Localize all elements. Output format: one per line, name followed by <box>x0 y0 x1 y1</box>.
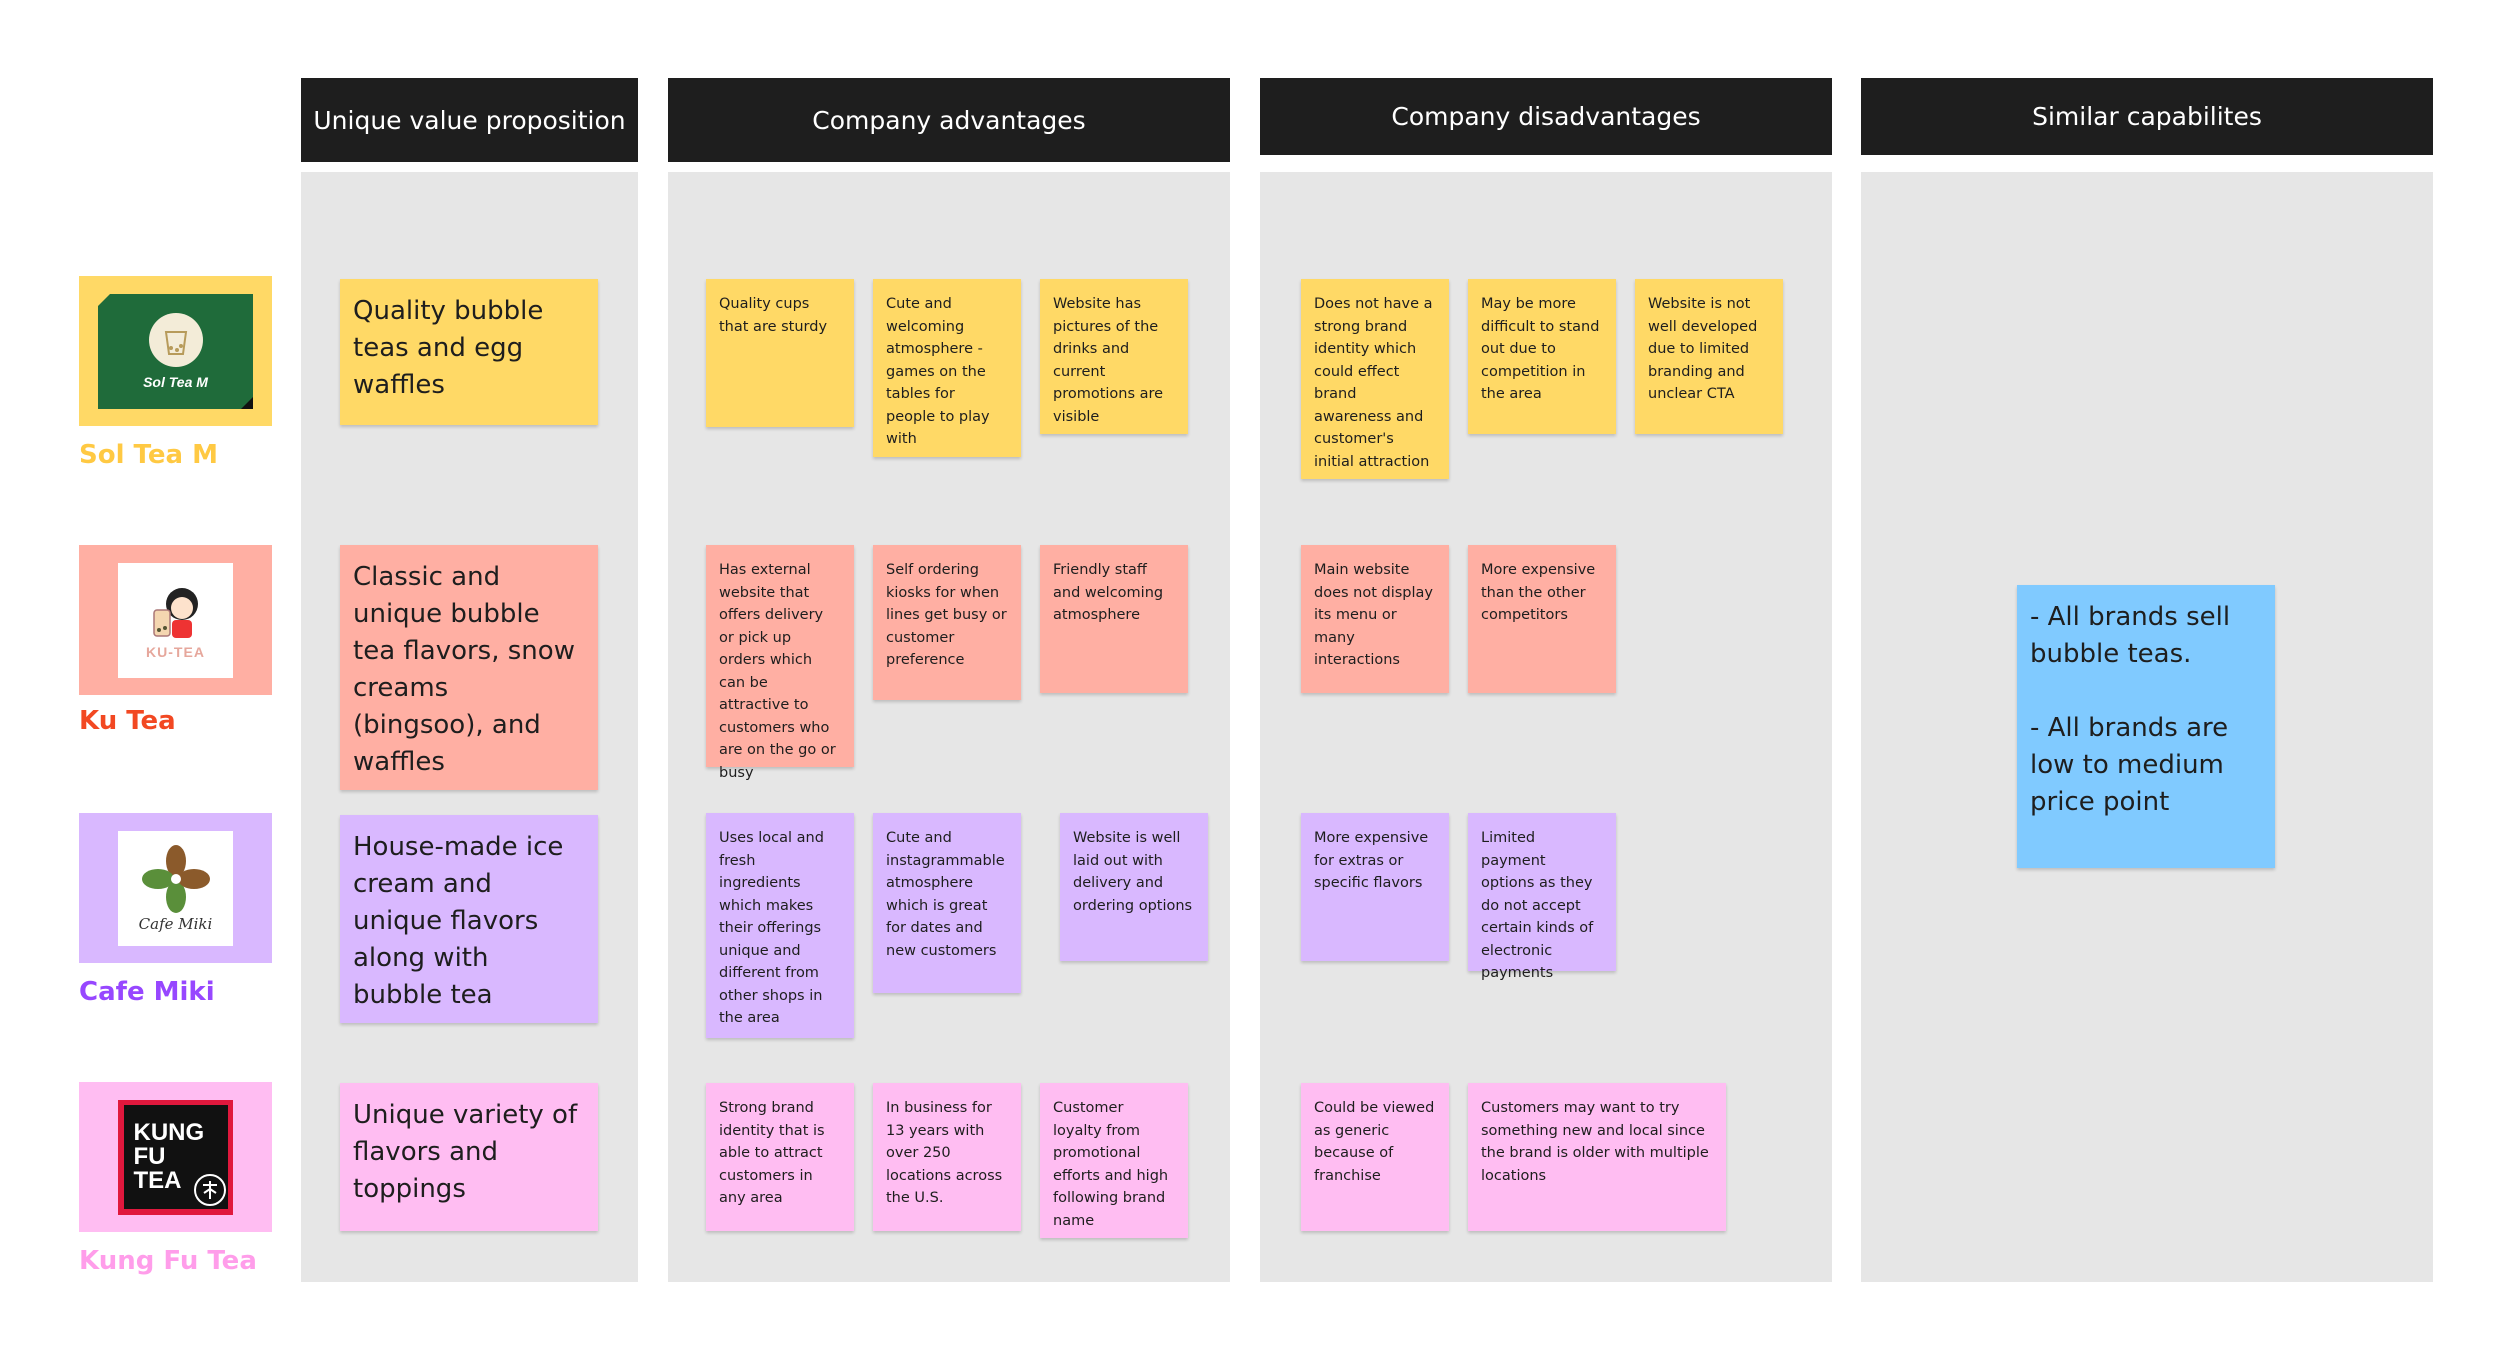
disadvantage-sticky[interactable]: Could be viewed as generic because of fr… <box>1301 1083 1449 1231</box>
header-company-disadvantages: Company disadvantages <box>1260 78 1832 155</box>
logo-wordmark-box: KUNG FU TEA <box>123 1105 228 1209</box>
advantage-sticky[interactable]: Quality cups that are sturdy <box>706 279 854 427</box>
similar-line-1: - All brands sell bubble teas. <box>2030 602 2231 669</box>
disadvantage-sticky[interactable]: May be more difficult to stand out due t… <box>1468 279 1616 434</box>
similar-line-2: - All brands are low to medium price poi… <box>2030 713 2229 817</box>
disadvantage-sticky[interactable]: Limited payment options as they do not a… <box>1468 813 1616 981</box>
logo-wordmark: KUNG FU TEA <box>133 1119 205 1194</box>
header-label: Unique value proposition <box>313 105 626 135</box>
disadvantage-sticky[interactable]: Does not have a strong brand identity wh… <box>1301 279 1449 479</box>
sol-tea-m-logo: Sol Tea M <box>98 293 253 409</box>
header-label: Company advantages <box>812 105 1086 135</box>
brand-label-sol-tea-m: Sol Tea M <box>79 440 218 470</box>
advantage-sticky[interactable]: Website is well laid out with delivery a… <box>1060 813 1208 961</box>
cafe-miki-logo: Cafe Miki <box>118 830 233 946</box>
header-label: Similar capabilites <box>2032 102 2262 131</box>
flower-icon <box>141 845 210 913</box>
disadvantage-sticky[interactable]: Main website does not display its menu o… <box>1301 545 1449 693</box>
header-similar-capabilities: Similar capabilites <box>1861 78 2433 155</box>
advantage-sticky[interactable]: Cute and welcoming atmosphere - games on… <box>873 279 1021 457</box>
advantage-sticky[interactable]: Cute and instagrammable atmosphere which… <box>873 813 1021 993</box>
uvp-sticky-cafe-miki[interactable]: House-made ice cream and unique flavors … <box>340 815 598 1023</box>
logo-wordmark: Cafe Miki <box>138 915 213 933</box>
logo-corner-decoration <box>98 293 110 306</box>
similar-spacer <box>2030 673 2262 710</box>
uvp-sticky-kung-fu-tea[interactable]: Unique variety of flavors and toppings <box>340 1083 598 1231</box>
girl-mascot-icon <box>152 588 198 638</box>
kung-fu-tea-logo: KUNG FU TEA <box>118 1099 233 1215</box>
logo-corner-decoration <box>241 396 253 409</box>
similar-capabilities-sticky[interactable]: - All brands sell bubble teas. - All bra… <box>2017 585 2275 868</box>
header-unique-value-proposition: Unique value proposition <box>301 78 638 162</box>
brand-card-cafe-miki[interactable]: Cafe Miki <box>79 813 272 963</box>
ku-tea-logo: KU-TEA <box>118 562 233 678</box>
advantage-sticky[interactable]: Friendly staff and welcoming atmosphere <box>1040 545 1188 693</box>
brand-label-cafe-miki: Cafe Miki <box>79 977 215 1007</box>
brand-card-sol-tea-m[interactable]: Sol Tea M <box>79 276 272 426</box>
disadvantage-sticky[interactable]: More expensive than the other competitor… <box>1468 545 1616 693</box>
disadvantage-sticky[interactable]: Website is not well developed due to lim… <box>1635 279 1783 434</box>
logo-wordmark: KU-TEA <box>146 644 205 660</box>
tea-seal-icon <box>194 1173 226 1206</box>
advantage-sticky[interactable]: Customer loyalty from promotional effort… <box>1040 1083 1188 1238</box>
header-company-advantages: Company advantages <box>668 78 1230 162</box>
uvp-sticky-sol-tea-m[interactable]: Quality bubble teas and egg waffles <box>340 279 598 425</box>
advantage-sticky[interactable]: Self ordering kiosks for when lines get … <box>873 545 1021 700</box>
uvp-sticky-ku-tea[interactable]: Classic and unique bubble tea flavors, s… <box>340 545 598 790</box>
advantage-sticky[interactable]: In business for 13 years with over 250 l… <box>873 1083 1021 1231</box>
advantage-sticky[interactable]: Strong brand identity that is able to at… <box>706 1083 854 1231</box>
header-label: Company disadvantages <box>1391 102 1701 131</box>
disadvantage-sticky[interactable]: Customers may want to try something new … <box>1468 1083 1726 1231</box>
tea-cup-icon <box>148 313 203 367</box>
advantage-sticky[interactable]: Has external website that offers deliver… <box>706 545 854 781</box>
brand-card-kung-fu-tea[interactable]: KUNG FU TEA <box>79 1082 272 1232</box>
brand-label-kung-fu-tea: Kung Fu Tea <box>79 1246 257 1276</box>
advantage-sticky[interactable]: Website has pictures of the drinks and c… <box>1040 279 1188 434</box>
advantage-sticky[interactable]: Uses local and fresh ingredients which m… <box>706 813 854 1038</box>
brand-card-ku-tea[interactable]: KU-TEA <box>79 545 272 695</box>
brand-label-ku-tea: Ku Tea <box>79 706 176 736</box>
logo-wordmark: Sol Tea M <box>143 374 208 390</box>
disadvantage-sticky[interactable]: More expensive for extras or specific fl… <box>1301 813 1449 961</box>
